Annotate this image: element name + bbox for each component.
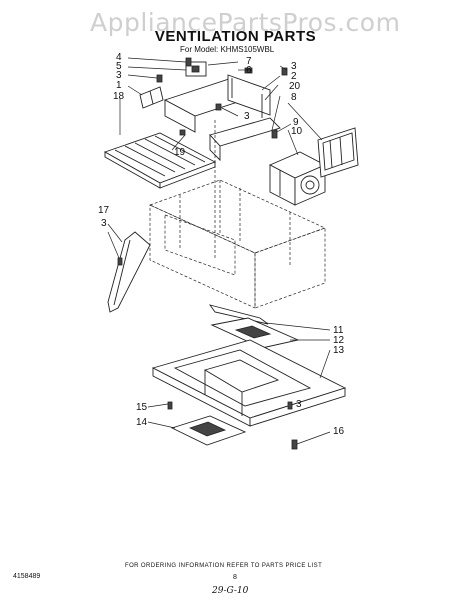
part-10-blower bbox=[268, 151, 327, 206]
callout-18: 18 bbox=[113, 91, 125, 102]
main-cabinet-outline bbox=[149, 120, 326, 309]
document-number: 4158489 bbox=[13, 573, 41, 580]
callout-15: 15 bbox=[136, 402, 148, 413]
part-13-bottom-tray bbox=[151, 339, 347, 427]
callout-3b: 3 bbox=[291, 61, 297, 72]
callout-4: 4 bbox=[116, 52, 122, 63]
page-number: 8 bbox=[233, 574, 237, 581]
callout-20: 20 bbox=[289, 81, 301, 92]
model-line: For Model: KHMS105WBL bbox=[180, 45, 275, 54]
callout-16: 16 bbox=[333, 426, 345, 437]
part-14-lens bbox=[170, 415, 247, 446]
screws bbox=[117, 57, 298, 450]
callout-3a: 3 bbox=[116, 70, 122, 81]
watermark: AppliancePartsPros.com bbox=[90, 8, 401, 37]
callout-17: 17 bbox=[98, 205, 110, 216]
ordering-note: FOR ORDERING INFORMATION REFER TO PARTS … bbox=[125, 563, 323, 569]
callout-1: 1 bbox=[116, 80, 122, 91]
leader-lines bbox=[107, 57, 331, 445]
callout-3c: 3 bbox=[244, 111, 250, 122]
callout-13: 13 bbox=[333, 345, 345, 356]
callout-3d: 3 bbox=[101, 218, 107, 229]
callout-5: 5 bbox=[116, 61, 122, 72]
callout-6: 6 bbox=[246, 65, 252, 76]
callout-2: 2 bbox=[291, 71, 297, 82]
top-bracket-assembly bbox=[163, 61, 281, 162]
part-18-grille bbox=[103, 132, 217, 189]
callout-19: 19 bbox=[174, 147, 186, 158]
callout-9: 9 bbox=[293, 117, 299, 128]
callout-12: 12 bbox=[333, 335, 345, 346]
callout-10: 10 bbox=[291, 126, 303, 137]
callout-11: 11 bbox=[333, 325, 344, 336]
handwritten-note: 29-G-10 bbox=[212, 586, 249, 596]
part-8-filter bbox=[317, 127, 359, 178]
part-17-side-trim bbox=[107, 231, 151, 313]
callout-8: 8 bbox=[291, 92, 297, 103]
callout-14: 14 bbox=[136, 417, 148, 428]
callout-7: 7 bbox=[246, 56, 252, 67]
part-11-strip bbox=[208, 304, 269, 325]
callout-3e: 3 bbox=[296, 399, 302, 410]
page-title: VENTILATION PARTS bbox=[154, 28, 317, 45]
